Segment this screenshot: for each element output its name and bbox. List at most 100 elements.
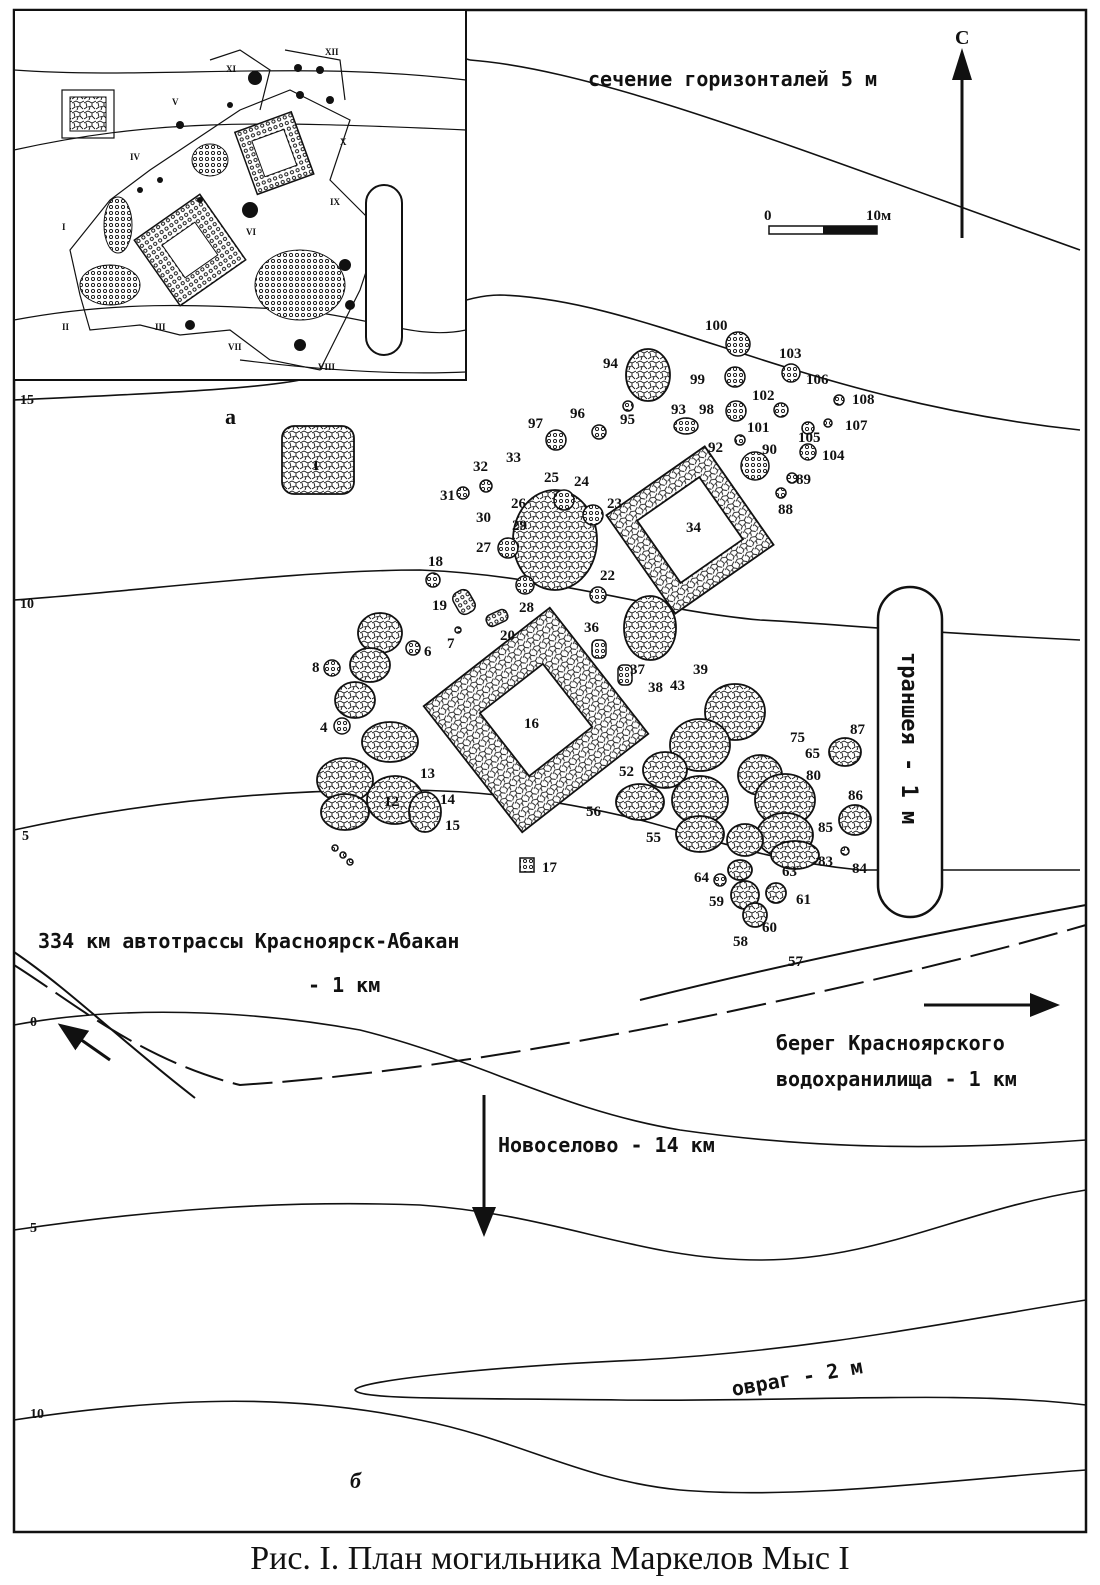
feature-number: 37 xyxy=(630,662,646,678)
feature-number: 22 xyxy=(600,568,615,584)
feature-number: 34 xyxy=(686,520,702,536)
feature-number: 94 xyxy=(603,356,619,372)
trench-label: траншея - 1 м xyxy=(896,652,921,824)
highway-distance-label: - 1 км xyxy=(308,973,380,997)
feature-number: 16 xyxy=(524,716,540,732)
feature-number: 33 xyxy=(506,450,521,466)
elev-label: 5 xyxy=(30,1221,37,1236)
feature-number: 97 xyxy=(528,416,544,432)
highway xyxy=(13,904,1087,1099)
feature-number: 92 xyxy=(708,440,723,456)
feature-number: 38 xyxy=(648,680,663,696)
small-graves xyxy=(323,331,850,887)
inset-roman-label: XI xyxy=(226,64,236,74)
feature-number: 43 xyxy=(670,678,685,694)
feature-number: 102 xyxy=(752,388,775,404)
elev-label: 10 xyxy=(20,597,34,612)
inset-roman-label: I xyxy=(62,222,66,232)
highway-label: 334 км автотрассы Красноярск-Абакан xyxy=(38,929,459,953)
inset-roman-label: IV xyxy=(130,152,141,162)
feature-number: 36 xyxy=(584,620,600,636)
feature-numbers: 1 4 6 7 8 12 13 14 15 16 17 18 19 20 22 … xyxy=(312,318,875,970)
direction-arrows xyxy=(472,993,1060,1237)
road-arrow xyxy=(57,1023,111,1062)
feature-number: 15 xyxy=(445,818,460,834)
feature-number: 86 xyxy=(848,788,864,804)
feature-number: 104 xyxy=(822,448,845,464)
contour-minus5 xyxy=(13,1189,1087,1261)
inset-roman-label: XII xyxy=(325,47,339,57)
feature-number: 30 xyxy=(476,510,491,526)
north-arrow: С xyxy=(952,27,972,238)
contour-ravine-lower xyxy=(13,1400,1087,1494)
feature-number: 108 xyxy=(852,392,875,408)
inset-roman-label: VI xyxy=(246,227,256,237)
contour-0 xyxy=(13,1011,1087,1148)
road-edge xyxy=(13,951,196,1099)
feature-number: 60 xyxy=(762,920,777,936)
scale-bar: 0 10м xyxy=(764,208,891,235)
feature-number: 87 xyxy=(850,722,866,738)
feature-number: 24 xyxy=(574,474,590,490)
feature-number: 64 xyxy=(694,870,710,886)
feature-number: 107 xyxy=(845,418,868,434)
feature-number: 75 xyxy=(790,730,805,746)
feature-number: 58 xyxy=(733,934,748,950)
north-label: С xyxy=(955,27,969,49)
feature-number: 55 xyxy=(646,830,661,846)
feature-number: 96 xyxy=(570,406,586,422)
feature-number: 89 xyxy=(796,472,811,488)
feature-number: 65 xyxy=(805,746,820,762)
feature-number: 88 xyxy=(778,502,793,518)
trench: траншея - 1 м xyxy=(876,585,944,919)
map-frame xyxy=(12,8,1088,1534)
inset-map: I II III IV V VI VII VIII IX X XI XII xyxy=(13,9,467,381)
feature-number: 25 xyxy=(544,470,559,486)
feature-number: 17 xyxy=(542,860,558,876)
site-plan-map: 15 10 5 0 5 10 xyxy=(12,8,1088,1534)
feature-number: 101 xyxy=(747,420,770,436)
feature-number: 32 xyxy=(473,459,488,475)
feature-number: 31 xyxy=(440,488,455,504)
elev-label: 10 xyxy=(30,1407,44,1422)
feature-number: 26 xyxy=(511,496,527,512)
feature-number: 14 xyxy=(440,792,456,808)
inset-roman-label: VII xyxy=(228,342,242,352)
feature-number: 98 xyxy=(699,402,714,418)
feature-number: 99 xyxy=(690,372,705,388)
feature-number: 105 xyxy=(798,430,821,446)
ravine-outline xyxy=(354,1299,1087,1406)
feature-number: 27 xyxy=(476,540,492,556)
feature-number: 7 xyxy=(447,636,455,652)
stone-features xyxy=(281,348,872,928)
feature-number: 61 xyxy=(796,892,811,908)
scale-zero-label: 0 xyxy=(764,208,772,224)
contour-elevation-labels: 15 10 5 0 5 10 xyxy=(20,393,44,1422)
feature-number: 90 xyxy=(762,442,777,458)
shore-distance-label: водохранилища - 1 км xyxy=(776,1067,1017,1091)
contour-10 xyxy=(13,569,1081,641)
feature-number: 19 xyxy=(432,598,447,614)
main-letter: б xyxy=(350,1468,362,1493)
elev-label: 5 xyxy=(22,829,29,844)
feature-number: 13 xyxy=(420,766,435,782)
feature-number: 28 xyxy=(519,600,534,616)
figure-caption: Рис. I. План могильника Маркелов Мыс I xyxy=(250,1540,850,1577)
feature-number: 6 xyxy=(424,644,432,660)
feature-number: 20 xyxy=(500,628,515,644)
feature-number: 57 xyxy=(788,954,804,970)
inset-roman-label: IX xyxy=(330,197,341,207)
contour-interval-label: сечение горизонталей 5 м xyxy=(588,67,877,91)
elev-label: 15 xyxy=(20,393,34,408)
ravine-label: овраг - 2 м xyxy=(730,1354,865,1401)
feature-number: 100 xyxy=(705,318,728,334)
feature-number: 85 xyxy=(818,820,833,836)
road-dashed xyxy=(13,924,1087,1087)
feature-number: 29 xyxy=(512,518,527,534)
contour-top xyxy=(469,59,1081,251)
inset-roman-label: II xyxy=(62,322,70,332)
inset-roman-label: V xyxy=(172,97,179,107)
feature-number: 23 xyxy=(607,496,622,512)
scale-end-label: 10м xyxy=(866,208,891,224)
elev-label: 0 xyxy=(30,1015,37,1030)
